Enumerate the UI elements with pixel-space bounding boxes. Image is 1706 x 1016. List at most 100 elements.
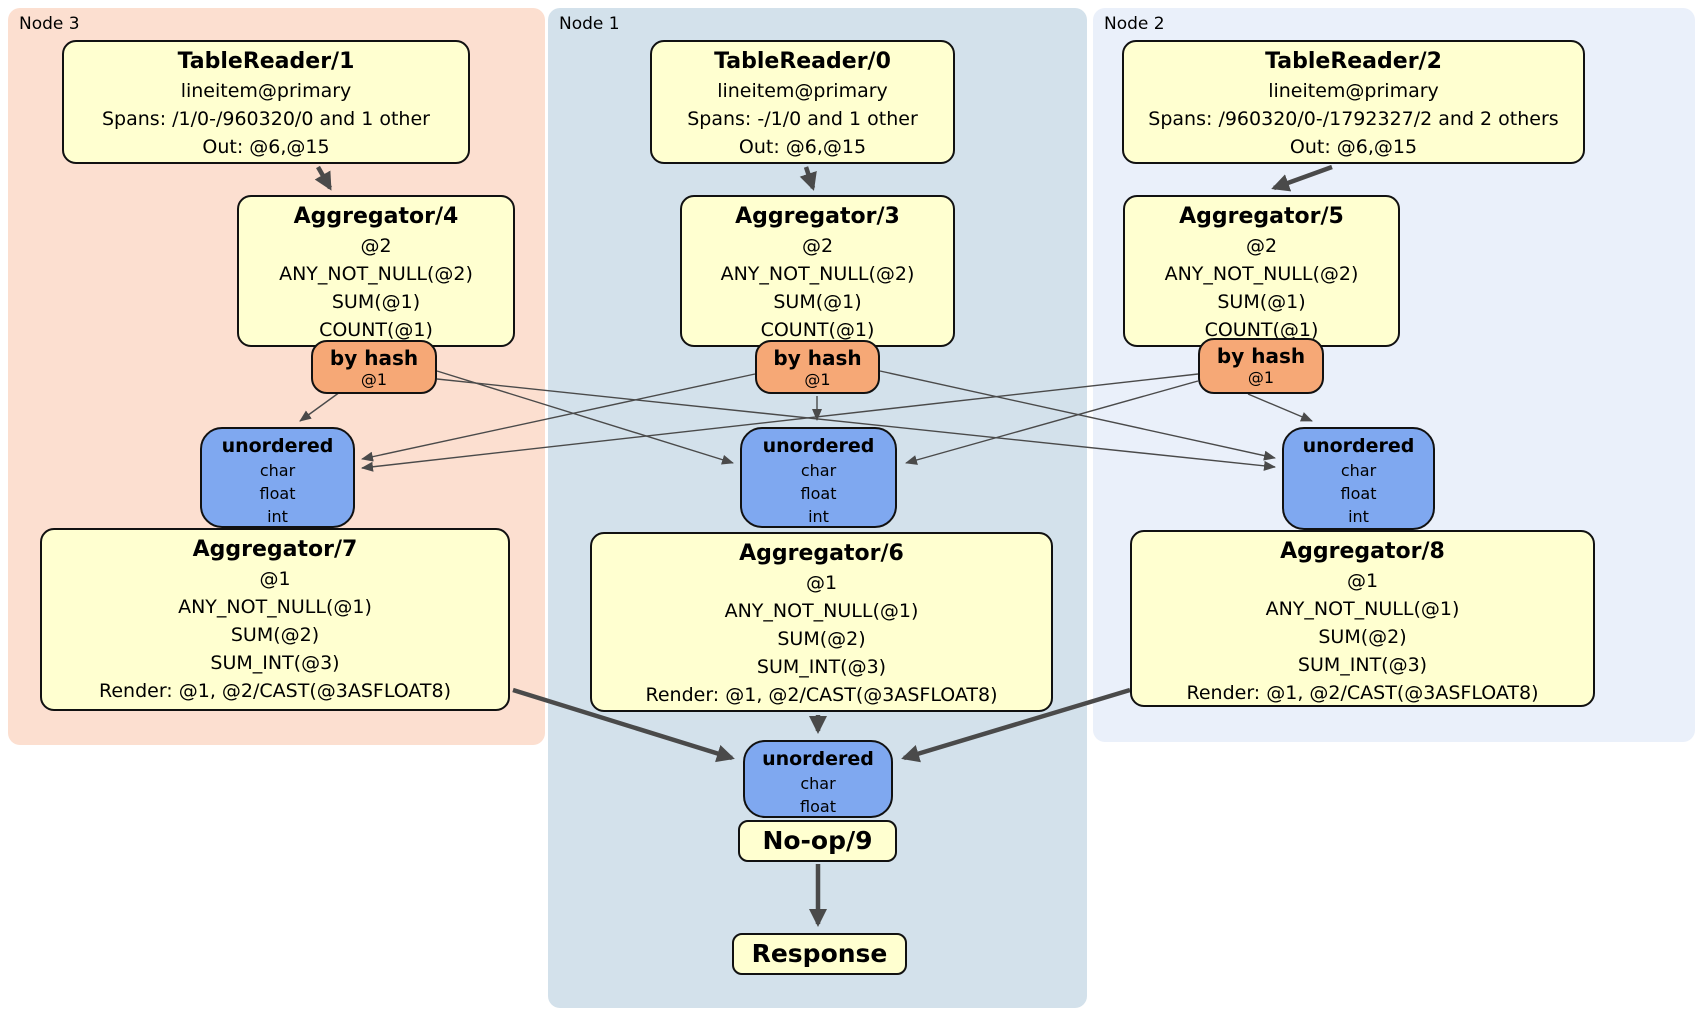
detail-line: SUM(@2) xyxy=(777,628,866,650)
hash-router-node2-details: @1 xyxy=(1200,368,1322,388)
edge-router2-sync3 xyxy=(361,373,1199,472)
detail-line: float xyxy=(259,484,296,503)
edge-router2-sync1 xyxy=(905,380,1199,465)
aggregator-4-title: Aggregator/4 xyxy=(293,204,459,229)
detail-line: SUM_INT(@3) xyxy=(1297,654,1428,676)
detail-line: int xyxy=(267,507,288,526)
edge-router3-sync2 xyxy=(436,378,1276,471)
detail-line: lineitem@primary xyxy=(717,80,888,102)
sync-node1-details: char float int xyxy=(742,459,895,528)
detail-line: ANY_NOT_NULL(@1) xyxy=(178,596,372,618)
detail-line: SUM_INT(@3) xyxy=(210,652,340,674)
detail-line: char xyxy=(800,774,836,793)
noop-box: No-op/9 xyxy=(738,820,897,862)
hash-router-node2-box: by hash @1 xyxy=(1198,338,1324,394)
detail-line: @2 xyxy=(801,235,834,257)
detail-line: char xyxy=(259,461,296,480)
detail-line: char xyxy=(800,461,837,480)
aggregator-7-title: Aggregator/7 xyxy=(192,537,358,562)
detail-line: ANY_NOT_NULL(@1) xyxy=(1265,598,1460,620)
detail-line: Spans: -/1/0 and 1 other xyxy=(687,108,918,130)
sync-node2-title: unordered xyxy=(1302,435,1415,457)
detail-line: SUM(@2) xyxy=(230,624,320,646)
noop-title: No-op/9 xyxy=(762,826,873,855)
aggregator-8-title: Aggregator/8 xyxy=(1280,539,1445,564)
detail-line: ANY_NOT_NULL(@2) xyxy=(1164,263,1359,285)
detail-line: ANY_NOT_NULL(@1) xyxy=(724,600,919,622)
detail-line: Spans: /1/0-/960320/0 and 1 other xyxy=(102,108,430,130)
detail-line: Render: @1, @2/CAST(@3ASFLOAT8) xyxy=(99,680,451,702)
detail-line: @1 xyxy=(1346,570,1379,592)
detail-line: ANY_NOT_NULL(@2) xyxy=(279,263,473,285)
edge-tablereader0-aggregator3 xyxy=(799,166,817,191)
response-title: Response xyxy=(751,939,888,968)
aggregator-6-title: Aggregator/6 xyxy=(739,541,904,566)
detail-line: Render: @1, @2/CAST(@3ASFLOAT8) xyxy=(1186,682,1539,704)
final-sync-title: unordered xyxy=(762,748,874,770)
detail-line: ANY_NOT_NULL(@2) xyxy=(720,263,915,285)
aggregator-3-title: Aggregator/3 xyxy=(735,204,900,229)
panel-node1-label: Node 1 xyxy=(559,14,620,34)
edge-router1-sync3 xyxy=(361,373,756,462)
detail-line: @1 xyxy=(1247,368,1275,387)
detail-line: SUM(@2) xyxy=(1318,626,1407,648)
detail-line: Out: @6,@15 xyxy=(738,136,867,158)
detail-line: SUM(@1) xyxy=(773,291,862,313)
hash-router-node3-details: @1 xyxy=(313,370,435,390)
edge-router3-sync1 xyxy=(436,370,734,465)
edge-router3-sync3 xyxy=(299,391,341,422)
thick-edges xyxy=(314,164,1333,927)
tablereader-2-title: TableReader/2 xyxy=(1265,49,1442,74)
response-box: Response xyxy=(732,933,907,975)
sync-node3-title: unordered xyxy=(221,435,334,457)
aggregator-5-title: Aggregator/5 xyxy=(1179,204,1344,229)
detail-line: @2 xyxy=(1245,235,1278,257)
sync-node3-details: char float int xyxy=(202,459,353,528)
detail-line: float xyxy=(800,484,837,503)
detail-line: int xyxy=(1348,507,1369,526)
edge-tablereader1-aggregator4 xyxy=(314,165,332,191)
hash-router-node2-title: by hash xyxy=(1216,344,1306,368)
sync-node3-box: unordered char float int xyxy=(200,427,355,528)
detail-line: lineitem@primary xyxy=(1268,80,1439,102)
detail-line: char xyxy=(1340,461,1377,480)
sync-node1-box: unordered char float int xyxy=(740,427,897,528)
detail-line: float xyxy=(1340,484,1377,503)
sync-node2-details: char float int xyxy=(1284,459,1433,528)
detail-line: int xyxy=(808,507,829,526)
hash-router-node1-box: by hash @1 xyxy=(755,340,880,394)
detail-line: @1 xyxy=(805,572,838,594)
detail-line: @1 xyxy=(804,370,831,389)
hash-router-node1-title: by hash xyxy=(773,346,862,370)
detail-line: @1 xyxy=(360,370,388,389)
sync-node1-title: unordered xyxy=(762,435,875,457)
hash-router-node1-details: @1 xyxy=(757,370,878,390)
detail-line: COUNT(@1) xyxy=(1204,319,1319,341)
edge-tablereader2-aggregator5 xyxy=(1271,164,1333,192)
edge-aggregator7-finalsync xyxy=(512,687,735,763)
tablereader-1-title: TableReader/1 xyxy=(177,49,355,74)
panel-node3-label: Node 3 xyxy=(19,14,80,34)
panel-node2-label: Node 2 xyxy=(1104,14,1165,34)
detail-line: Out: @6,@15 xyxy=(202,136,330,158)
detail-line: @1 xyxy=(259,568,291,590)
